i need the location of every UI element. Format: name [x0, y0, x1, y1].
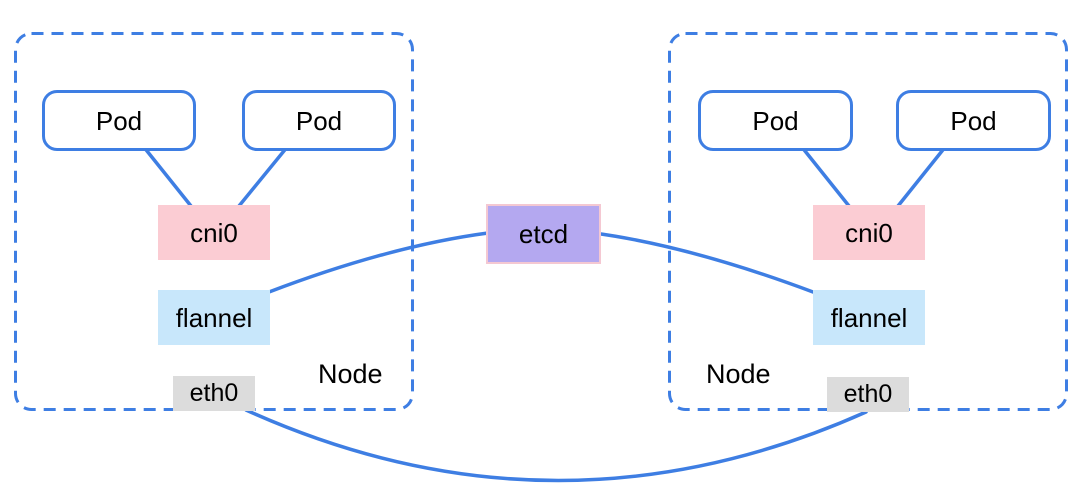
node1-eth0-box: eth0	[173, 376, 255, 411]
node1-pod2-box: Pod	[242, 90, 396, 151]
node2-pod1-cni0-link	[799, 144, 851, 208]
node2-flannel-etcd-link	[592, 231, 815, 294]
node1-pod1-box: Pod	[42, 90, 196, 151]
eth0-eth0-link	[244, 408, 868, 483]
node2-flannel-box: flannel	[813, 290, 925, 345]
node1-pod2-cni0-link	[237, 144, 290, 208]
node2-pod2-box: Pod	[896, 90, 1051, 151]
node2-cni0-box: cni0	[813, 205, 925, 260]
node2-pod2-cni0-link	[896, 144, 948, 208]
node2-label: Node	[706, 359, 771, 389]
node1-flannel-box: flannel	[158, 290, 270, 345]
node2-eth0-box: eth0	[827, 377, 909, 412]
node2-pod1-box: Pod	[698, 90, 853, 151]
node1-flannel-etcd-link	[267, 231, 490, 294]
node1-label: Node	[318, 359, 383, 389]
etcd-box: etcd	[486, 204, 601, 264]
node1-pod1-cni0-link	[141, 144, 193, 208]
node1-cni0-box: cni0	[158, 205, 270, 260]
